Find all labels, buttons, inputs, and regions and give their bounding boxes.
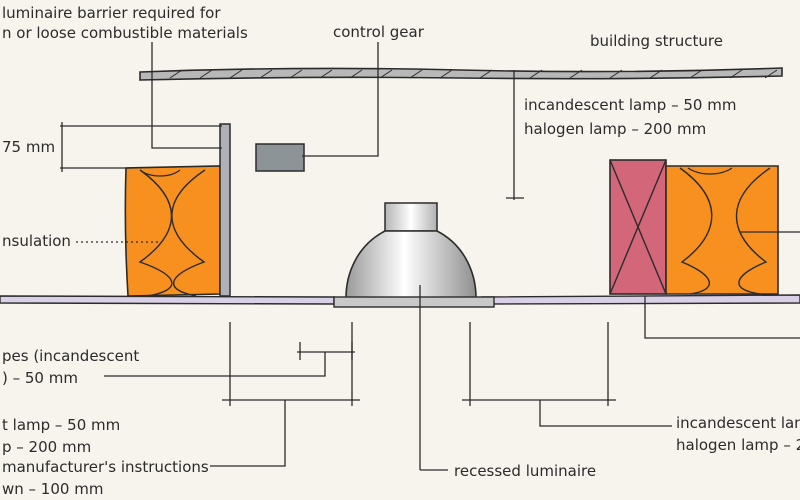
label-barrier-height: 75 mm	[2, 138, 55, 156]
structure-hatching	[169, 69, 778, 79]
insulation-right	[665, 165, 779, 295]
insulation-left	[124, 165, 221, 297]
ceiling-left	[0, 295, 335, 305]
label-insulation: nsulation	[2, 232, 71, 250]
label-small-gap-line1: pes (incandescent	[2, 347, 139, 365]
control-gear-box	[255, 143, 305, 172]
label-building-structure: building structure	[590, 32, 723, 50]
label-right-clearance-line1: incandescent lam	[676, 414, 800, 432]
label-barrier-line2: n or loose combustible materials	[2, 24, 248, 42]
label-left-clearance-line2: p – 200 mm	[2, 438, 91, 456]
ceiling-right	[481, 294, 800, 305]
label-right-clearance-line2: halogen lamp – 2	[676, 436, 800, 454]
recessed-luminaire-body	[333, 202, 495, 308]
timber-joist	[609, 159, 667, 295]
label-top-clearance-line1: incandescent lamp – 50 mm	[524, 96, 736, 114]
dimension-lines	[60, 42, 800, 471]
luminaire-barrier	[219, 123, 231, 297]
label-control-gear: control gear	[333, 23, 425, 41]
label-left-clearance-line1: t lamp – 50 mm	[2, 416, 120, 434]
label-barrier-line1: luminaire barrier required for	[2, 4, 221, 22]
label-recessed-luminaire: recessed luminaire	[454, 462, 596, 480]
label-small-gap-line2: ) – 50 mm	[2, 369, 78, 387]
label-top-clearance-line2: halogen lamp – 200 mm	[524, 120, 706, 138]
label-left-clearance-line4: wn – 100 mm	[2, 480, 103, 498]
label-left-clearance-line3: manufacturer's instructions	[2, 458, 209, 476]
